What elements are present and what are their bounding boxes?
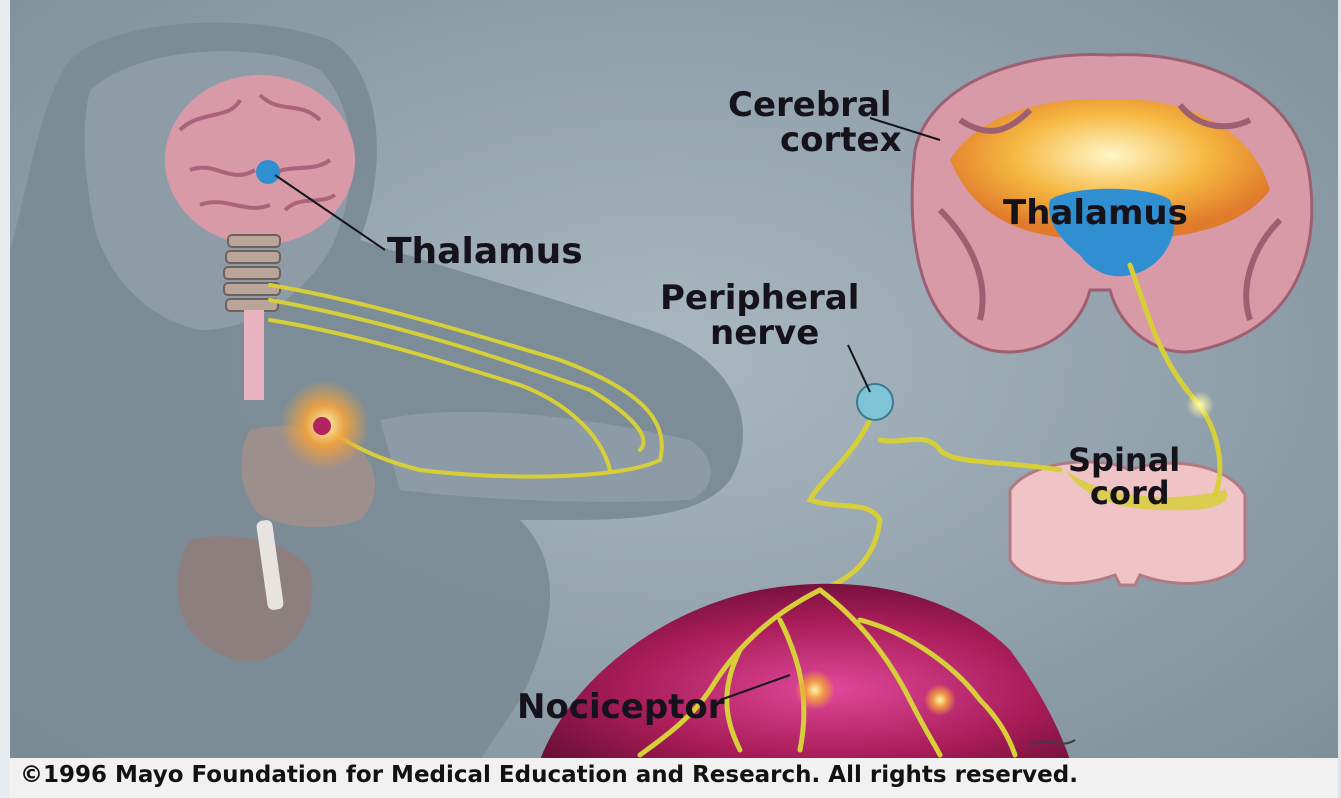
copyright-notice: ©1996 Mayo Foundation for Medical Educat… [20, 762, 1078, 788]
label-thalamus-inset: Thalamus [1003, 196, 1188, 231]
ganglion-icon [857, 384, 893, 420]
label-peripheral-nerve-line2: nerve [660, 316, 859, 351]
label-spinal-cord-line1: Spinal [1068, 444, 1180, 477]
label-nociceptor: Nociceptor [517, 690, 725, 725]
synapse-glow [1186, 391, 1214, 419]
label-cerebral-cortex: Cerebral cortex [728, 88, 902, 157]
label-spinal-cord: Spinal cord [1068, 444, 1180, 509]
label-spinal-cord-line2: cord [1068, 477, 1180, 510]
label-peripheral-nerve-line1: Peripheral [660, 281, 859, 316]
label-thalamus-main: Thalamus [387, 234, 583, 271]
label-cerebral-cortex-line2: cortex [728, 123, 902, 158]
left-frame [0, 0, 10, 798]
label-cerebral-cortex-line1: Cerebral [728, 88, 902, 123]
pin-prick-icon [313, 417, 331, 435]
label-peripheral-nerve: Peripheral nerve [660, 281, 859, 350]
